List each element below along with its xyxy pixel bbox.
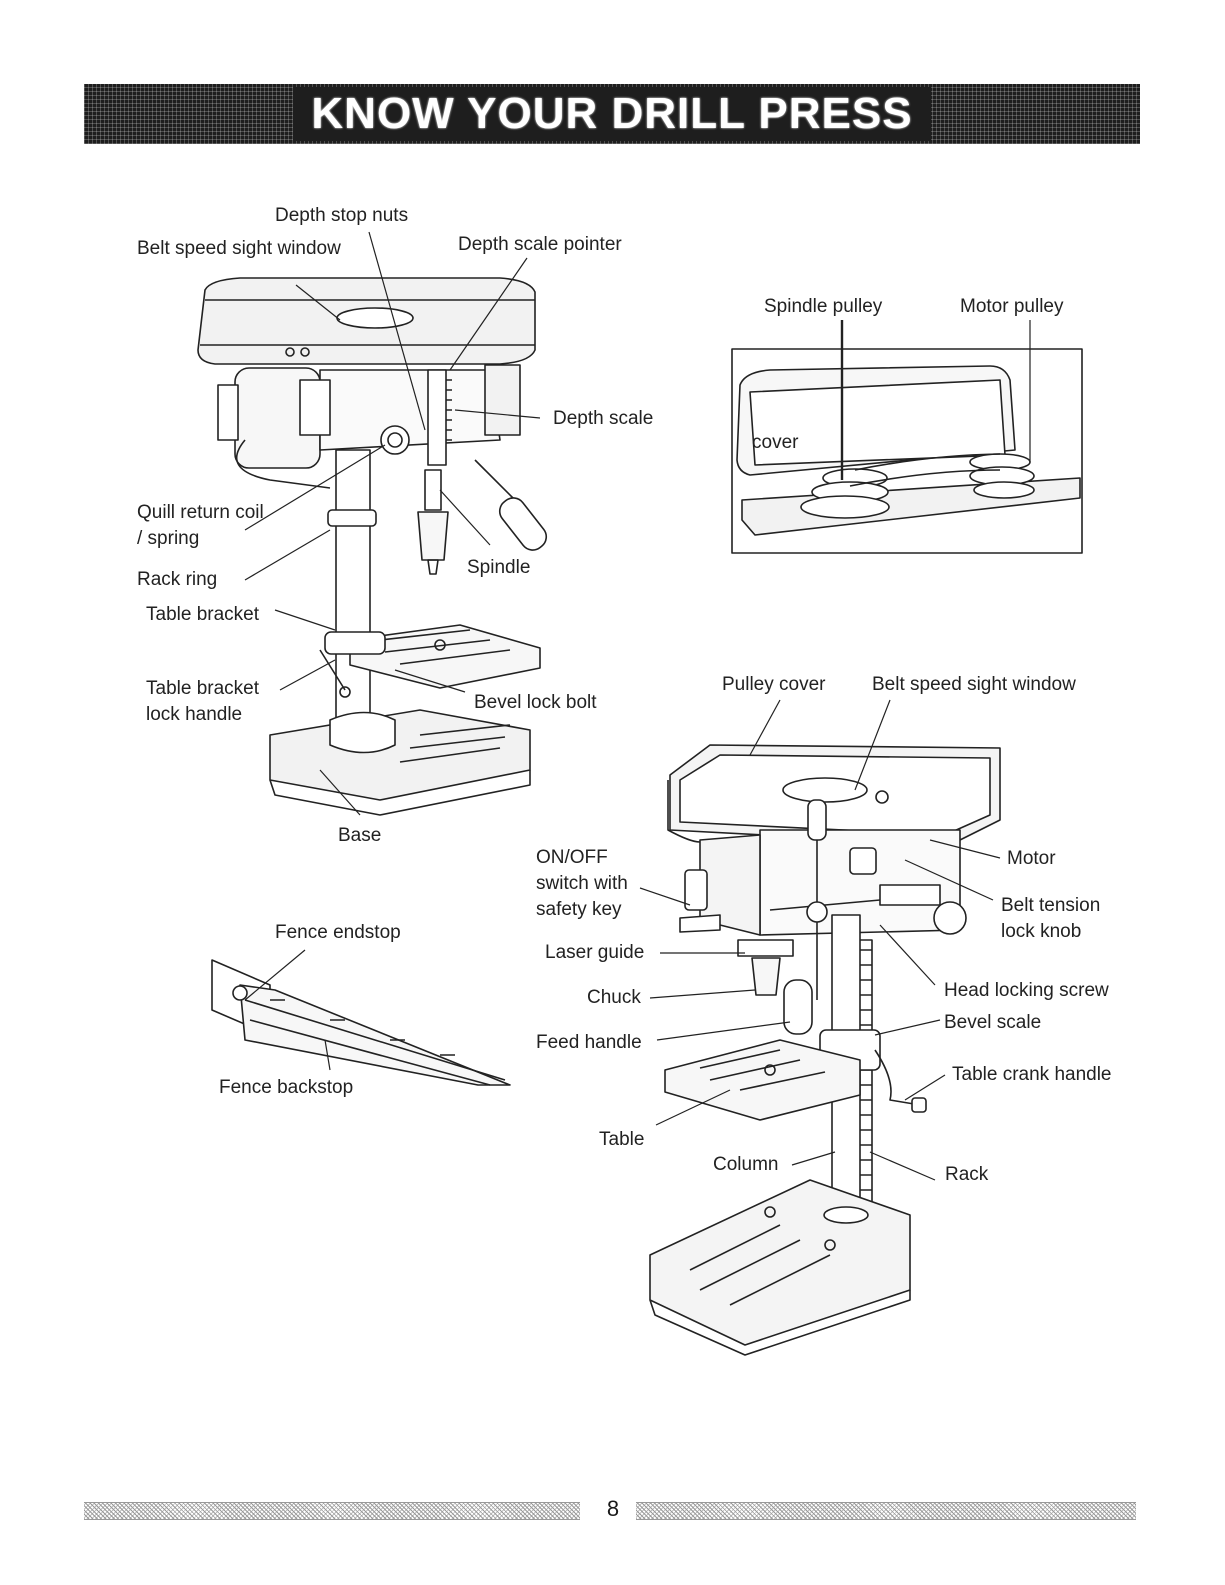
page-title: KNOW YOUR DRILL PRESS <box>293 87 931 141</box>
label-depth-scale-pointer: Depth scale pointer <box>458 234 622 255</box>
label-table-bracket-lock-handle: Table bracket lock handle <box>146 678 260 725</box>
label-table: Table <box>599 1129 645 1150</box>
label-column: Column <box>713 1154 779 1175</box>
label-motor: Motor <box>1007 848 1056 869</box>
label-bevel-scale: Bevel scale <box>944 1012 1042 1033</box>
fence-illustration <box>211 949 511 1086</box>
label-on-off-switch: ON/OFF switch with safety key <box>536 847 628 920</box>
drill-press-side-illustration <box>649 744 1001 1356</box>
label-belt-speed-sight-window-2: Belt speed sight window <box>872 674 1076 695</box>
label-motor-pulley: Motor pulley <box>960 296 1064 317</box>
label-depth-stop-nuts: Depth stop nuts <box>275 205 409 226</box>
pulley-inset-illustration <box>731 320 1083 554</box>
label-fence-backstop: Fence backstop <box>219 1077 354 1098</box>
footer-rule-left <box>84 1502 580 1520</box>
drill-press-front-illustration <box>197 277 548 816</box>
label-laser-guide: Laser guide <box>545 942 645 963</box>
label-quill-return: Quill return coil / spring <box>137 502 264 549</box>
label-rack: Rack <box>945 1164 989 1185</box>
label-rack-ring: Rack ring <box>137 569 218 590</box>
title-banner: KNOW YOUR DRILL PRESS <box>84 84 1140 144</box>
label-spindle-pulley: Spindle pulley <box>764 296 883 317</box>
label-table-crank-handle: Table crank handle <box>952 1064 1112 1085</box>
label-head-locking-screw: Head locking screw <box>944 980 1109 1001</box>
label-belt-tension-lock-knob: Belt tension lock knob <box>1001 895 1101 942</box>
label-cover: cover <box>752 432 799 453</box>
label-feed-handle: Feed handle <box>536 1032 642 1053</box>
label-chuck: Chuck <box>587 987 641 1008</box>
label-fence-endstop: Fence endstop <box>275 922 401 943</box>
footer-rule-right <box>636 1502 1136 1520</box>
label-base: Base <box>338 825 382 846</box>
leader-lines-2 <box>639 699 1001 1181</box>
label-bevel-lock-bolt: Bevel lock bolt <box>474 692 597 713</box>
label-table-bracket: Table bracket <box>146 604 260 625</box>
leader-lines-1 <box>244 231 541 816</box>
label-spindle: Spindle <box>467 557 531 578</box>
label-belt-speed-sight-window: Belt speed sight window <box>137 238 341 259</box>
page-number: 8 <box>606 1496 620 1521</box>
label-depth-scale: Depth scale <box>553 408 654 429</box>
label-pulley-cover: Pulley cover <box>722 674 826 695</box>
